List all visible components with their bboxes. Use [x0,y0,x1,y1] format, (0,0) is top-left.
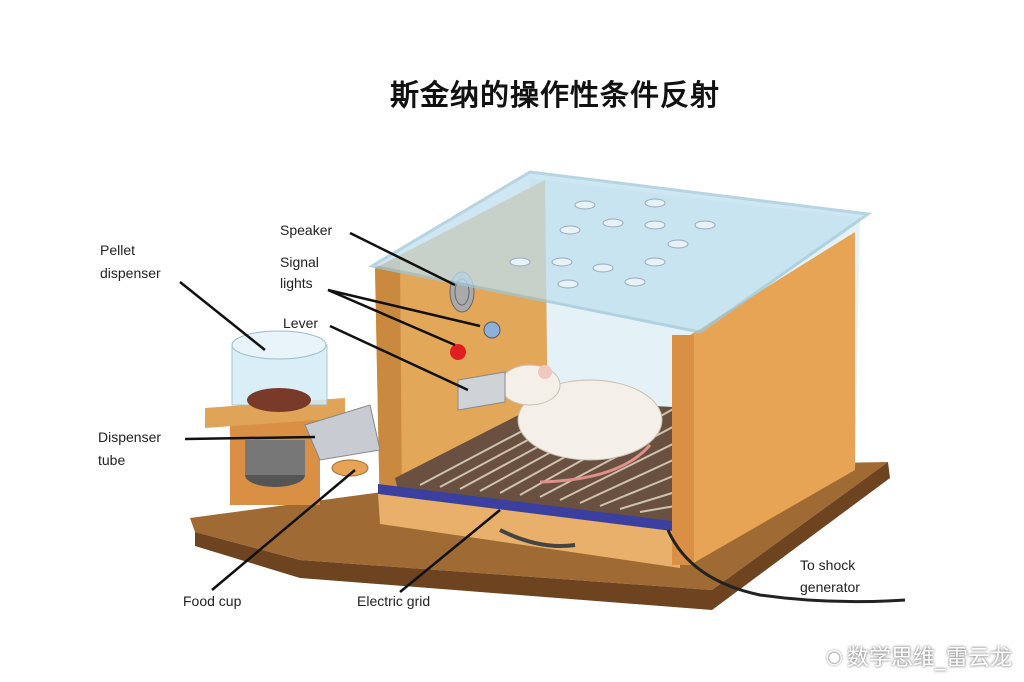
label-signal-lights-line2: lights [280,275,313,291]
label-dispenser-tube-line1: Dispenser [98,429,162,445]
label-electric-grid: Electric grid [357,593,431,609]
watermark: ◉ 数学思维_雷云龙 [826,640,1012,672]
signal-light-red [450,344,466,360]
rat [499,364,663,484]
label-pellet-dispenser-line1: Pellet [100,242,136,258]
glass-top [367,170,873,334]
label-lever: Lever [283,315,319,331]
label-pellet-dispenser: Pellet dispenser [100,238,161,285]
label-pellet-dispenser-line2: dispenser [100,265,161,281]
signal-light-blue [483,321,501,339]
label-shock-generator-line2: generator [800,579,860,595]
right-wall [690,232,855,565]
weibo-icon: ◉ [825,644,843,668]
shock-cable [666,529,906,604]
label-food-cup: Food cup [183,593,242,609]
label-speaker: Speaker [280,222,333,238]
base-board-edge [195,462,890,610]
page-title: 斯金纳的操作性条件反射 [389,78,720,112]
label-shock-generator-line1: To shock [800,557,856,573]
watermark-text: 数学思维_雷云龙 [846,646,1012,671]
label-shock-generator: To shock generator [800,553,860,599]
label-signal-lights-line1: Signal [280,254,319,270]
lever [457,371,506,411]
dispenser-tube [304,404,381,461]
label-dispenser-tube: Dispenser tube [98,425,161,472]
pellet-dispenser [205,330,345,505]
label-dispenser-tube-line2: tube [98,452,126,468]
label-signal-lights: Signal lights [280,250,319,295]
drawer [378,494,680,568]
food-cup [331,459,369,477]
